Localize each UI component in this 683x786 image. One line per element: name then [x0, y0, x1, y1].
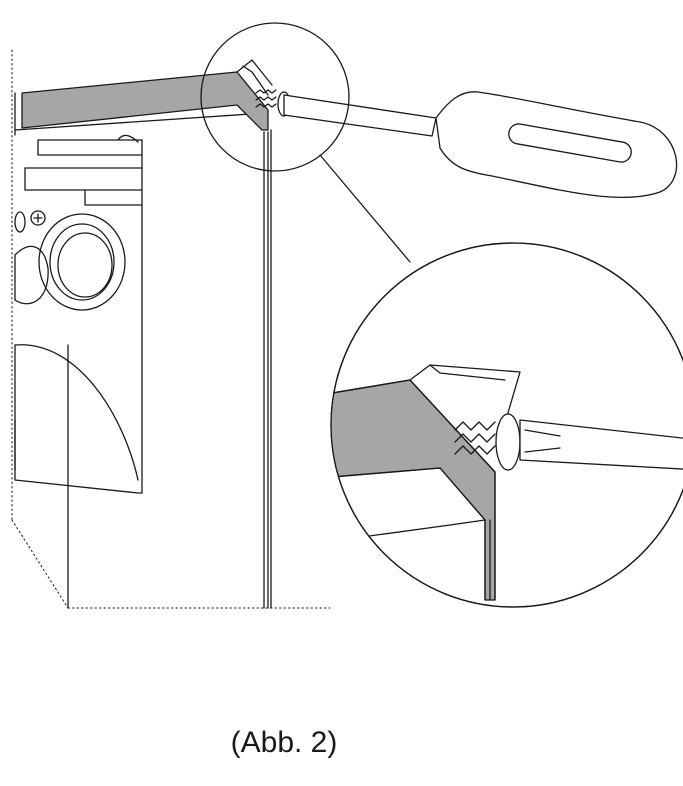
zoom-connector-line — [319, 154, 411, 263]
screwdriver — [283, 91, 678, 199]
inner-brackets — [14, 112, 266, 206]
figure-caption: (Abb. 2) — [230, 726, 338, 759]
cabinet-side-panel — [67, 129, 272, 609]
mounting-bracket — [236, 59, 273, 96]
detail-marker-circle — [200, 22, 350, 172]
cabinet-outline — [11, 49, 331, 609]
zoom-detail — [330, 242, 683, 608]
top-rail — [14, 71, 269, 136]
appliance-front — [14, 210, 143, 494]
